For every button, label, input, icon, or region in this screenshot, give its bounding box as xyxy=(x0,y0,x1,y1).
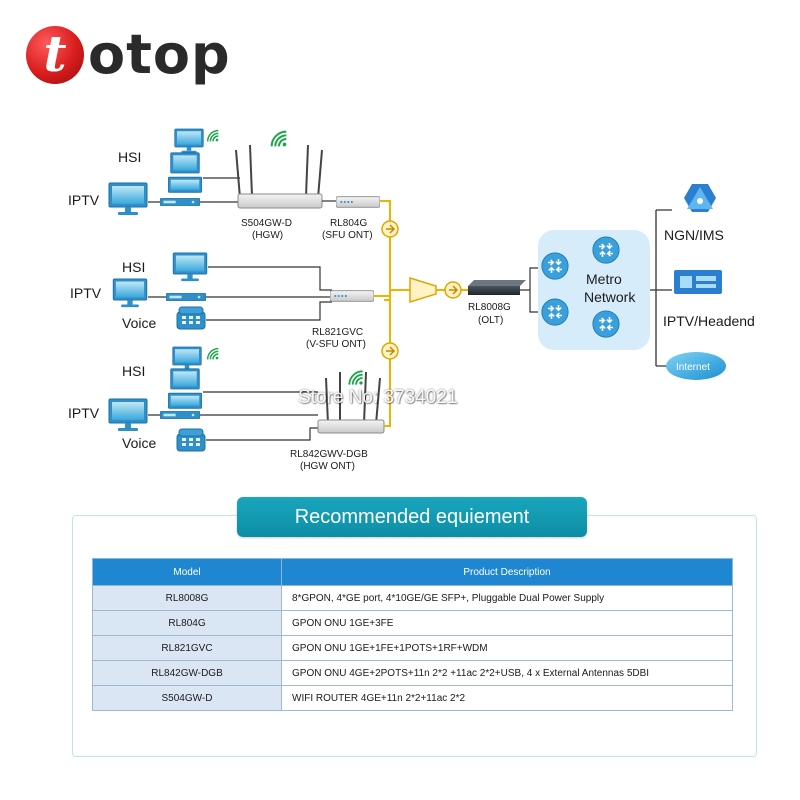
table-row: RL821GVC GPON ONU 1GE+1FE+1POTS+1RF+WDM xyxy=(92,635,733,661)
logo-wordmark: otop xyxy=(88,23,231,86)
equipment-title: Recommended equiement xyxy=(237,497,587,537)
desktop-pc-icon xyxy=(168,368,202,409)
hgw-ont-router-icon xyxy=(317,371,385,434)
destination-ngn-ims: NGN/IMS xyxy=(664,184,724,243)
wifi-icon xyxy=(348,370,364,386)
model-cell: RL804G xyxy=(92,610,282,636)
laptop-icon xyxy=(174,128,204,154)
v-sfu-ont-icon xyxy=(330,290,374,302)
service-label-iptv: IPTV xyxy=(70,285,102,301)
destination-internet: Internet xyxy=(666,352,726,380)
table-header-row: Model Product Description xyxy=(92,558,733,586)
service-label-hsi: HSI xyxy=(122,259,145,275)
logo-mark: t xyxy=(26,26,84,84)
service-label-voice: Voice xyxy=(122,315,156,331)
olt-device: RL8008G (OLT) xyxy=(468,280,526,326)
model-cell: RL842GW-DGB xyxy=(92,660,282,686)
router-icon xyxy=(541,252,569,280)
set-top-box-icon xyxy=(160,411,200,419)
router-icon xyxy=(541,298,569,326)
destination-label: Internet xyxy=(676,362,710,373)
internet-globe-icon xyxy=(666,352,726,380)
model-cell: S504GW-D xyxy=(92,685,282,711)
device-type-label: (V-SFU ONT) xyxy=(306,339,366,350)
description-cell: 8*GPON, 4*GE port, 4*10GE/GE SFP+, Plugg… xyxy=(281,585,733,611)
service-group-2: HSI IPTV Voice RL821GVC (V-SFU ONT) xyxy=(70,252,374,350)
description-cell: GPON ONU 1GE+3FE xyxy=(281,610,733,636)
description-cell: WIFI ROUTER 4GE+11n 2*2+11ac 2*2 xyxy=(281,685,733,711)
device-label: S504GW-D xyxy=(241,218,292,229)
ont-label: RL804G xyxy=(330,218,367,229)
laptop-icon xyxy=(172,252,208,282)
model-cell: RL821GVC xyxy=(92,635,282,661)
metro-label-2: Network xyxy=(584,289,636,305)
hgw-router-icon xyxy=(235,144,323,209)
splitter-icon xyxy=(444,281,462,299)
olt-label: RL8008G xyxy=(468,302,511,313)
metro-network: Metro Network xyxy=(538,230,650,350)
service-label-hsi: HSI xyxy=(118,149,141,165)
device-type-label: (HGW) xyxy=(252,230,283,241)
splitter-icon xyxy=(381,342,399,360)
description-cell: GPON ONU 4GE+2POTS+11n 2*2 +11ac 2*2+USB… xyxy=(281,660,733,686)
laptop-icon xyxy=(172,346,202,372)
ont-type-label: (SFU ONT) xyxy=(322,230,373,241)
device-label: RL821GVC xyxy=(312,327,363,338)
service-label-iptv: IPTV xyxy=(68,405,100,421)
description-cell: GPON ONU 1GE+1FE+1POTS+1RF+WDM xyxy=(281,635,733,661)
model-cell: RL8008G xyxy=(92,585,282,611)
wifi-icon xyxy=(206,347,220,361)
destination-iptv-headend: IPTV/Headend xyxy=(663,270,755,329)
router-icon xyxy=(592,236,620,264)
tv-monitor-icon xyxy=(108,182,148,216)
brand-logo: t otop xyxy=(24,22,274,102)
device-type-label: (HGW ONT) xyxy=(300,461,355,472)
column-header-description: Product Description xyxy=(281,558,733,586)
column-header-model: Model xyxy=(92,558,282,586)
service-group-3: HSI IPTV Voice RL842GWV-DGB (HGW ONT) xyxy=(68,346,385,472)
wifi-icon xyxy=(270,130,288,148)
service-label-iptv: IPTV xyxy=(68,192,100,208)
network-diagram: HSI IPTV S504GW-D (HGW) RL804G (SFU ONT)… xyxy=(68,128,755,472)
router-icon xyxy=(592,310,620,338)
table-row: RL8008G 8*GPON, 4*GE port, 4*10GE/GE SFP… xyxy=(92,585,733,611)
service-label-hsi: HSI xyxy=(122,363,145,379)
pon-fiber-tree xyxy=(374,200,470,427)
tv-monitor-icon xyxy=(108,398,148,432)
splitter-icon xyxy=(381,220,399,238)
service-label-voice: Voice xyxy=(122,435,156,451)
sfu-ont-icon xyxy=(336,196,380,208)
table-row: S504GW-D WIFI ROUTER 4GE+11n 2*2+11ac 2*… xyxy=(92,685,733,711)
telephone-icon xyxy=(176,306,206,330)
optical-splitter-icon xyxy=(409,276,437,304)
tv-monitor-icon xyxy=(112,278,148,308)
table-row: RL842GW-DGB GPON ONU 4GE+2POTS+11n 2*2 +… xyxy=(92,660,733,686)
metro-label-1: Metro xyxy=(586,271,622,287)
destination-label: IPTV/Headend xyxy=(663,313,755,329)
device-label: RL842GWV-DGB xyxy=(290,449,368,460)
table-row: RL804G GPON ONU 1GE+3FE xyxy=(92,610,733,636)
telephone-icon xyxy=(176,428,206,452)
wifi-icon xyxy=(206,129,220,143)
set-top-box-icon xyxy=(166,293,206,301)
equipment-table: Model Product Description RL8008G 8*GPON… xyxy=(92,558,733,711)
service-group-1: HSI IPTV S504GW-D (HGW) RL804G (SFU ONT) xyxy=(68,128,380,241)
desktop-pc-icon xyxy=(168,152,202,193)
store-watermark: Store No: 3734021 xyxy=(298,387,458,408)
set-top-box-icon xyxy=(160,198,200,206)
destination-label: NGN/IMS xyxy=(664,227,724,243)
olt-type-label: (OLT) xyxy=(478,315,503,326)
